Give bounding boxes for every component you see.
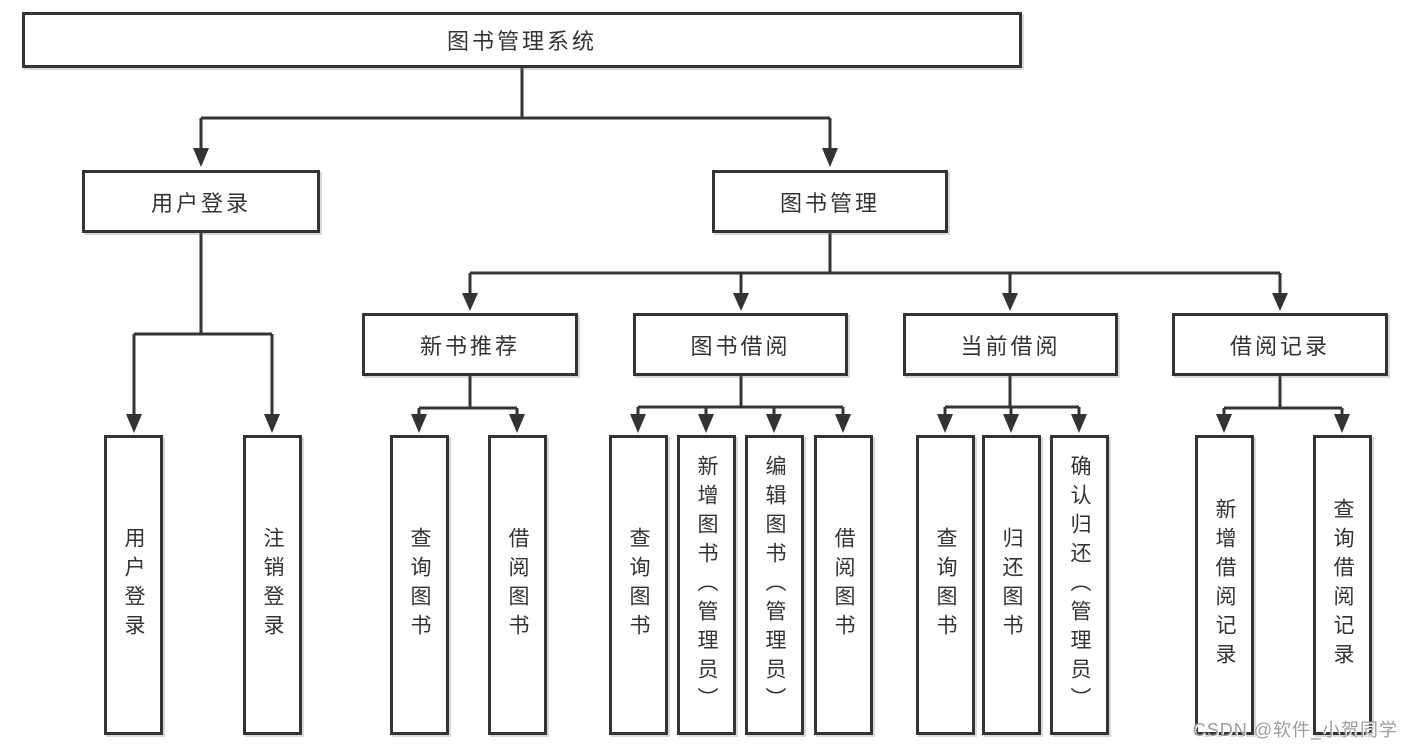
node-label: 图书借阅 <box>690 333 791 359</box>
leaf-add-borrow-record: 新增借阅记录 <box>1195 435 1254 735</box>
leaf-label: 注销登录 <box>261 527 284 643</box>
leaf-label: 查询图书 <box>408 527 431 643</box>
leaf-query-books-recommend: 查询图书 <box>390 435 449 735</box>
leaf-label: 新增图书（管理员） <box>695 454 718 716</box>
node-current-borrowing: 当前借阅 <box>903 313 1118 376</box>
leaf-add-books-admin: 新增图书（管理员） <box>677 435 736 735</box>
node-label: 图书管理系统 <box>446 29 597 54</box>
leaf-label: 归还图书 <box>1000 527 1023 643</box>
leaf-label: 用户登录 <box>122 527 145 643</box>
leaf-logout: 注销登录 <box>243 435 302 735</box>
node-new-book-recommendation: 新书推荐 <box>362 313 578 376</box>
leaf-label: 借阅图书 <box>832 527 855 643</box>
node-borrowing-records: 借阅记录 <box>1172 313 1388 376</box>
leaf-label: 确认归还（管理员） <box>1068 454 1091 716</box>
leaf-label: 借阅图书 <box>506 527 529 643</box>
node-label: 当前借阅 <box>960 333 1061 359</box>
leaf-query-books-borrow: 查询图书 <box>609 435 668 735</box>
leaf-label: 查询图书 <box>627 527 650 643</box>
node-label: 借阅记录 <box>1229 333 1330 359</box>
leaf-label: 编辑图书（管理员） <box>763 454 786 716</box>
leaf-borrow-books-recommend: 借阅图书 <box>488 435 547 735</box>
leaf-query-borrow-record: 查询借阅记录 <box>1313 435 1372 735</box>
node-label: 新书推荐 <box>419 333 520 359</box>
leaf-confirm-return-admin: 确认归还（管理员） <box>1050 435 1109 735</box>
node-book-management: 图书管理 <box>712 170 948 233</box>
leaf-query-books-current: 查询图书 <box>916 435 975 735</box>
connector-shafts <box>132 66 1344 416</box>
leaf-borrow-books: 借阅图书 <box>814 435 873 735</box>
csdn-watermark: CSDN @软件_小贺同学 <box>1192 720 1398 740</box>
leaf-label: 查询图书 <box>934 527 957 643</box>
node-label: 用户登录 <box>150 190 251 216</box>
leaf-label: 查询借阅记录 <box>1331 498 1354 672</box>
node-label: 图书管理 <box>779 190 880 216</box>
node-book-borrowing: 图书借阅 <box>633 313 848 376</box>
leaf-user-login: 用户登录 <box>104 435 163 735</box>
node-user-login: 用户登录 <box>82 170 320 233</box>
leaf-return-books: 归还图书 <box>982 435 1041 735</box>
leaf-label: 新增借阅记录 <box>1213 498 1236 672</box>
node-library-management-system: 图书管理系统 <box>22 12 1022 68</box>
leaf-edit-books-admin: 编辑图书（管理员） <box>745 435 804 735</box>
